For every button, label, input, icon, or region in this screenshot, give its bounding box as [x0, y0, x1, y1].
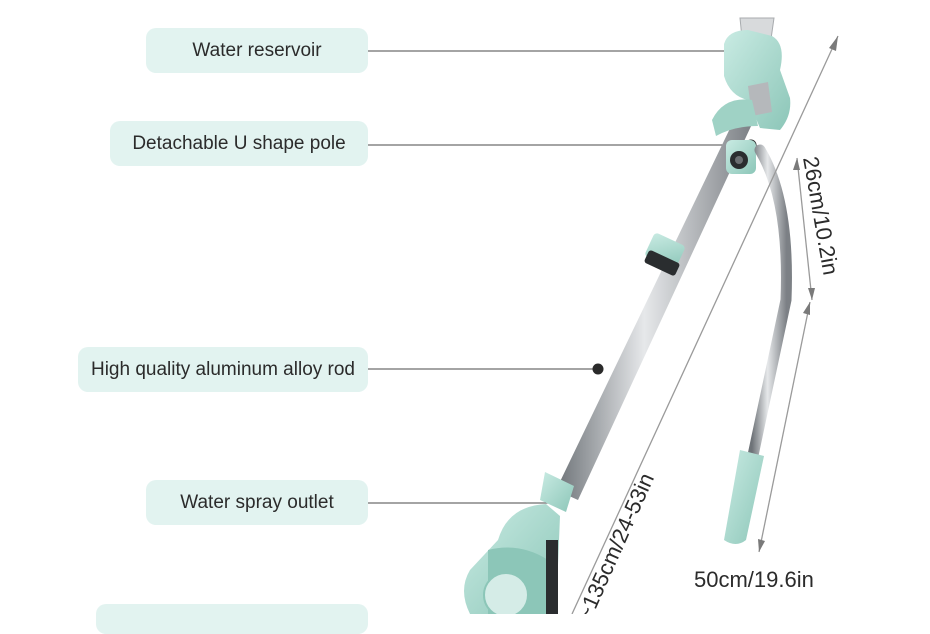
total-length-label: ~135cm/24-53in: [572, 469, 659, 614]
dimension-handle-length: [793, 157, 815, 301]
water-spray-outlet-head: [464, 472, 574, 614]
u-pole-length-label: 50cm/19.6in: [694, 567, 814, 592]
callout-water-reservoir: Water reservoir: [146, 28, 368, 73]
callout-alloy-rod: High quality aluminum alloy rod: [78, 347, 368, 392]
dimension-total-length: [571, 35, 839, 614]
aluminum-rod: [556, 118, 752, 500]
water-reservoir-head: [712, 17, 791, 136]
leader-dot-alloy-rod: [592, 363, 604, 375]
callout-u-shape-pole: Detachable U shape pole: [110, 121, 368, 166]
callout-label: Water spray outlet: [180, 491, 334, 513]
dimension-u-pole-length: [758, 301, 811, 553]
product-diagram: 26cm/10.2in ~135cm/24-53in 50cm/19.6in W…: [78, 17, 844, 634]
callout-label: High quality aluminum alloy rod: [90, 358, 355, 380]
rod-joint-collar: [644, 233, 685, 276]
handle-length-label: 26cm/10.2in: [798, 155, 843, 277]
callout-label: Water reservoir: [192, 39, 322, 61]
callout-label: Detachable U shape pole: [132, 132, 346, 154]
u-pole-connector: [726, 140, 756, 174]
callout-spray-outlet: Water spray outlet: [146, 480, 368, 525]
u-pole-grip: [724, 450, 764, 544]
cleaning-tool-illustration: 26cm/10.2in ~135cm/24-53in 50cm/19.6in: [368, 17, 844, 614]
callout-partial-cut-off: [96, 604, 368, 634]
u-shape-pole: [746, 144, 792, 466]
